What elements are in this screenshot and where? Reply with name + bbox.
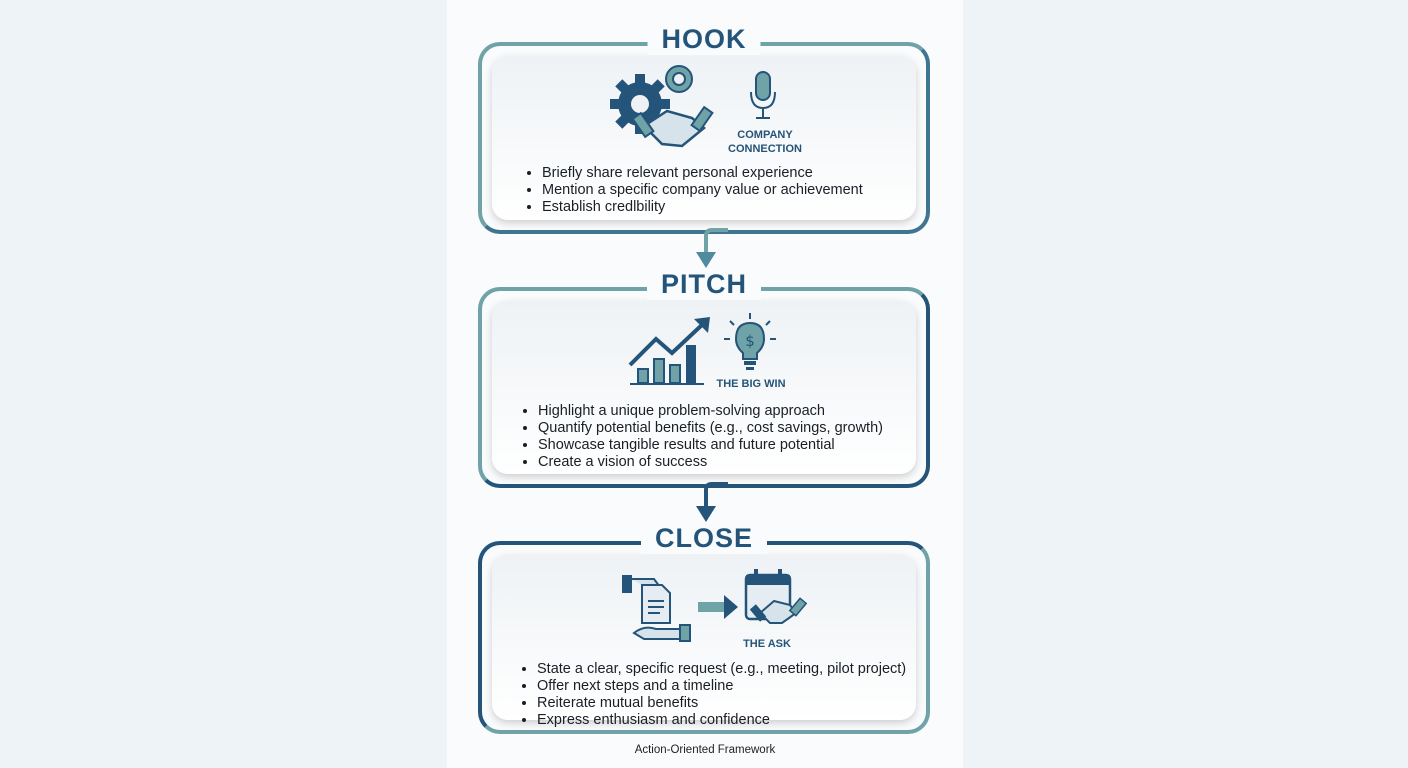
gears-handshake-icon — [610, 65, 714, 148]
bullet-item: Briefly share relevant personal experien… — [542, 165, 863, 182]
bullet-item: Offer next steps and a timeline — [537, 678, 906, 695]
pitch-title: PITCH — [647, 269, 761, 300]
company-connection-label: COMPANY CONNECTION — [720, 128, 810, 156]
svg-text:$: $ — [745, 332, 755, 350]
microphone-icon — [750, 71, 776, 119]
bullet-item: State a clear, specific request (e.g., m… — [537, 661, 906, 678]
the-ask-label: THE ASK — [743, 638, 791, 650]
icon-label-line-1: COMPANY — [737, 129, 793, 141]
hook-card: COMPANY CONNECTION Briefly share relevant… — [492, 56, 916, 220]
pitch-bullets: Highlight a unique problem-solving appro… — [520, 403, 883, 471]
down-arrow-icon — [696, 228, 728, 268]
bullet-item: Highlight a unique problem-solving appro… — [538, 403, 883, 420]
close-card: THE ASK State a clear, specific request … — [492, 555, 916, 728]
bullet-item: Express enthusiasm and confidence — [537, 712, 906, 729]
bullet-item: Create a vision of success — [538, 454, 883, 471]
hand-document-icon — [622, 575, 691, 642]
arrow-right-icon — [698, 595, 738, 619]
pitch-section: $ THE BIG WIN Highlight a unique problem… — [478, 269, 930, 488]
bullet-item: Establish credlbility — [542, 199, 863, 216]
bullet-item: Quantify potential benefits (e.g., cost … — [538, 420, 883, 437]
hook-section: COMPANY CONNECTION Briefly share relevant… — [478, 24, 930, 234]
hook-title: HOOK — [647, 24, 761, 55]
hook-bullets: Briefly share relevant personal experien… — [524, 165, 863, 216]
footer-caption: Action-Oriented Framework — [634, 744, 776, 756]
down-arrow-icon — [696, 482, 728, 522]
close-title: CLOSE — [640, 523, 768, 554]
big-win-label: THE BIG WIN — [716, 378, 786, 390]
close-bullets: State a clear, specific request (e.g., m… — [519, 661, 906, 729]
bullet-item: Mention a specific company value or achi… — [542, 182, 863, 199]
lightbulb-dollar-icon: $ — [724, 313, 776, 370]
calendar-handshake-icon — [744, 569, 808, 624]
growth-chart-icon — [628, 317, 710, 385]
bullet-item: Showcase tangible results and future pot… — [538, 437, 883, 454]
close-section: THE ASK State a clear, specific request … — [478, 523, 930, 734]
pitch-card: $ THE BIG WIN Highlight a unique problem… — [492, 301, 916, 474]
bullet-item: Reiterate mutual benefits — [537, 695, 906, 712]
icon-label-line-2: CONNECTION — [728, 143, 802, 155]
